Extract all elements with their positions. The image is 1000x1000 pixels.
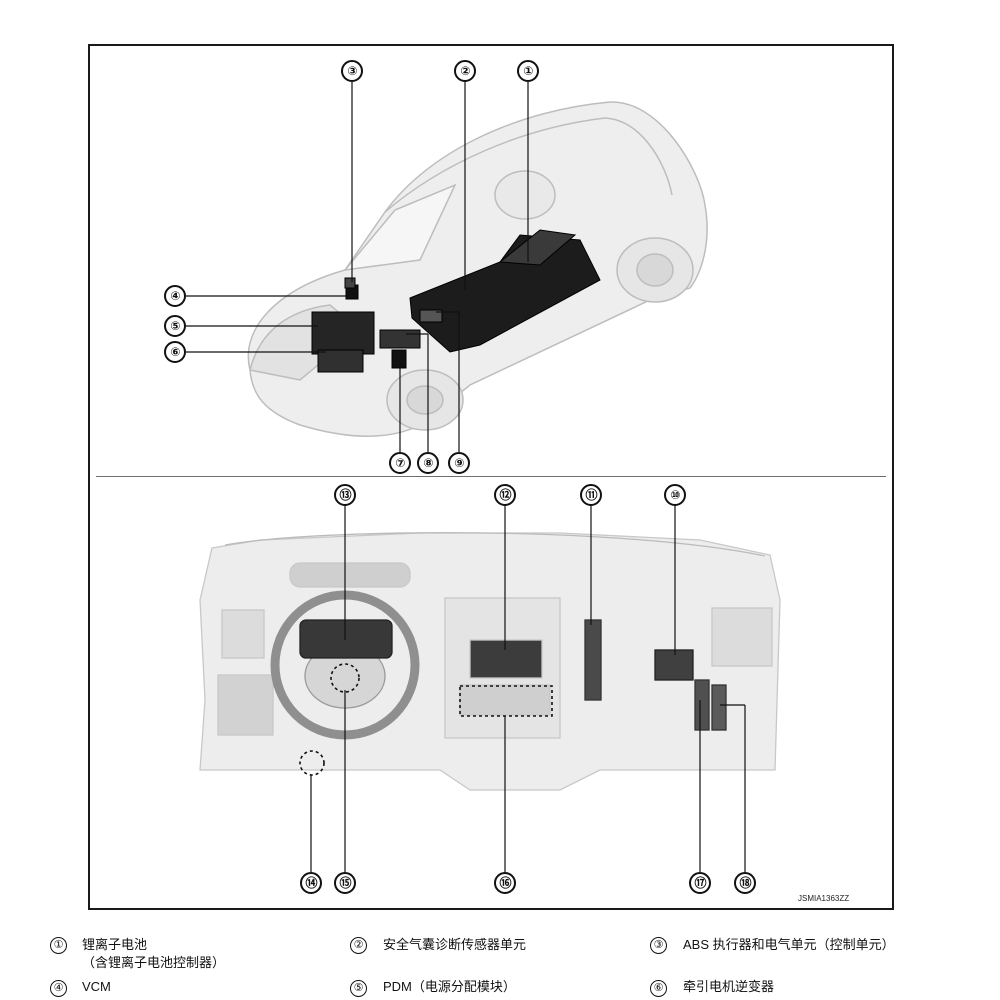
legend-text-6: 牵引电机逆变器 — [683, 979, 775, 994]
legend-text-5: PDM（电源分配模块） — [383, 979, 516, 994]
callout-4: ④ — [164, 285, 186, 307]
left-vent — [221, 609, 265, 659]
diagram-code: JSMIA1363ZZ — [798, 894, 850, 903]
legend-text-4: VCM — [82, 979, 111, 994]
callout-6: ⑥ — [164, 341, 186, 363]
motor-compartment-components — [311, 277, 443, 373]
callout-16: ⑯ — [494, 872, 516, 894]
callout-14: ⑭ — [300, 872, 322, 894]
charger-box — [379, 329, 421, 349]
battery-pack — [409, 229, 601, 353]
column-module — [584, 619, 602, 701]
legend-text-2: 安全气囊诊断传感器单元 — [383, 937, 527, 952]
component-7 — [391, 349, 407, 369]
callout-15: ⑮ — [334, 872, 356, 894]
callout-10: ⑩ — [664, 484, 686, 506]
callout-1: ① — [517, 60, 539, 82]
rear-wheel-inner — [636, 253, 674, 287]
instrument-cluster — [299, 619, 393, 659]
component-9 — [419, 309, 443, 323]
legend-num-1: ① — [50, 937, 67, 954]
right-vent — [711, 607, 773, 667]
pdm-box — [311, 311, 375, 355]
callout-7: ⑦ — [389, 452, 411, 474]
legend-num-3: ③ — [650, 937, 667, 954]
meter-hood — [289, 562, 411, 588]
inverter-box — [317, 349, 364, 373]
dashboard-top — [224, 532, 766, 557]
callout-2: ② — [454, 60, 476, 82]
legend-num-4: ④ — [50, 980, 67, 997]
legend-num-2: ② — [350, 937, 367, 954]
right-bracket-a — [694, 679, 710, 731]
airbag-module — [654, 649, 694, 681]
side-wheel — [494, 170, 556, 220]
right-bracket-b — [711, 684, 727, 731]
left-switch-panel — [217, 674, 274, 736]
callout-12: ⑫ — [494, 484, 516, 506]
callout-8: ⑧ — [417, 452, 439, 474]
leader-lines-upper — [186, 80, 529, 452]
dashed-highlights — [299, 663, 553, 776]
car-windshield — [343, 183, 457, 271]
front-wheel-inner — [406, 385, 444, 415]
car-roof — [384, 117, 673, 213]
legend-text-1-sub: （含锂离子电池控制器） — [82, 955, 226, 970]
abs-unit — [344, 277, 356, 289]
leader-lines-lower — [310, 505, 746, 872]
legend-num-6: ⑥ — [650, 980, 667, 997]
dashboard-illustration — [199, 532, 781, 791]
section-divider — [96, 476, 886, 477]
callout-17: ⑰ — [689, 872, 711, 894]
vehicle-illustration — [247, 101, 708, 437]
callout-5: ⑤ — [164, 315, 186, 337]
legend-text-1: 锂离子电池 — [82, 937, 148, 952]
callout-13: ⑬ — [334, 484, 356, 506]
callout-3: ③ — [341, 60, 363, 82]
legend-num-5: ⑤ — [350, 980, 367, 997]
callout-9: ⑨ — [448, 452, 470, 474]
callout-11: ⑪ — [580, 484, 602, 506]
center-controls — [459, 684, 551, 716]
callout-18: ⑱ — [734, 872, 756, 894]
center-display — [469, 639, 543, 679]
legend-text-3: ABS 执行器和电气单元（控制单元） — [683, 937, 895, 952]
